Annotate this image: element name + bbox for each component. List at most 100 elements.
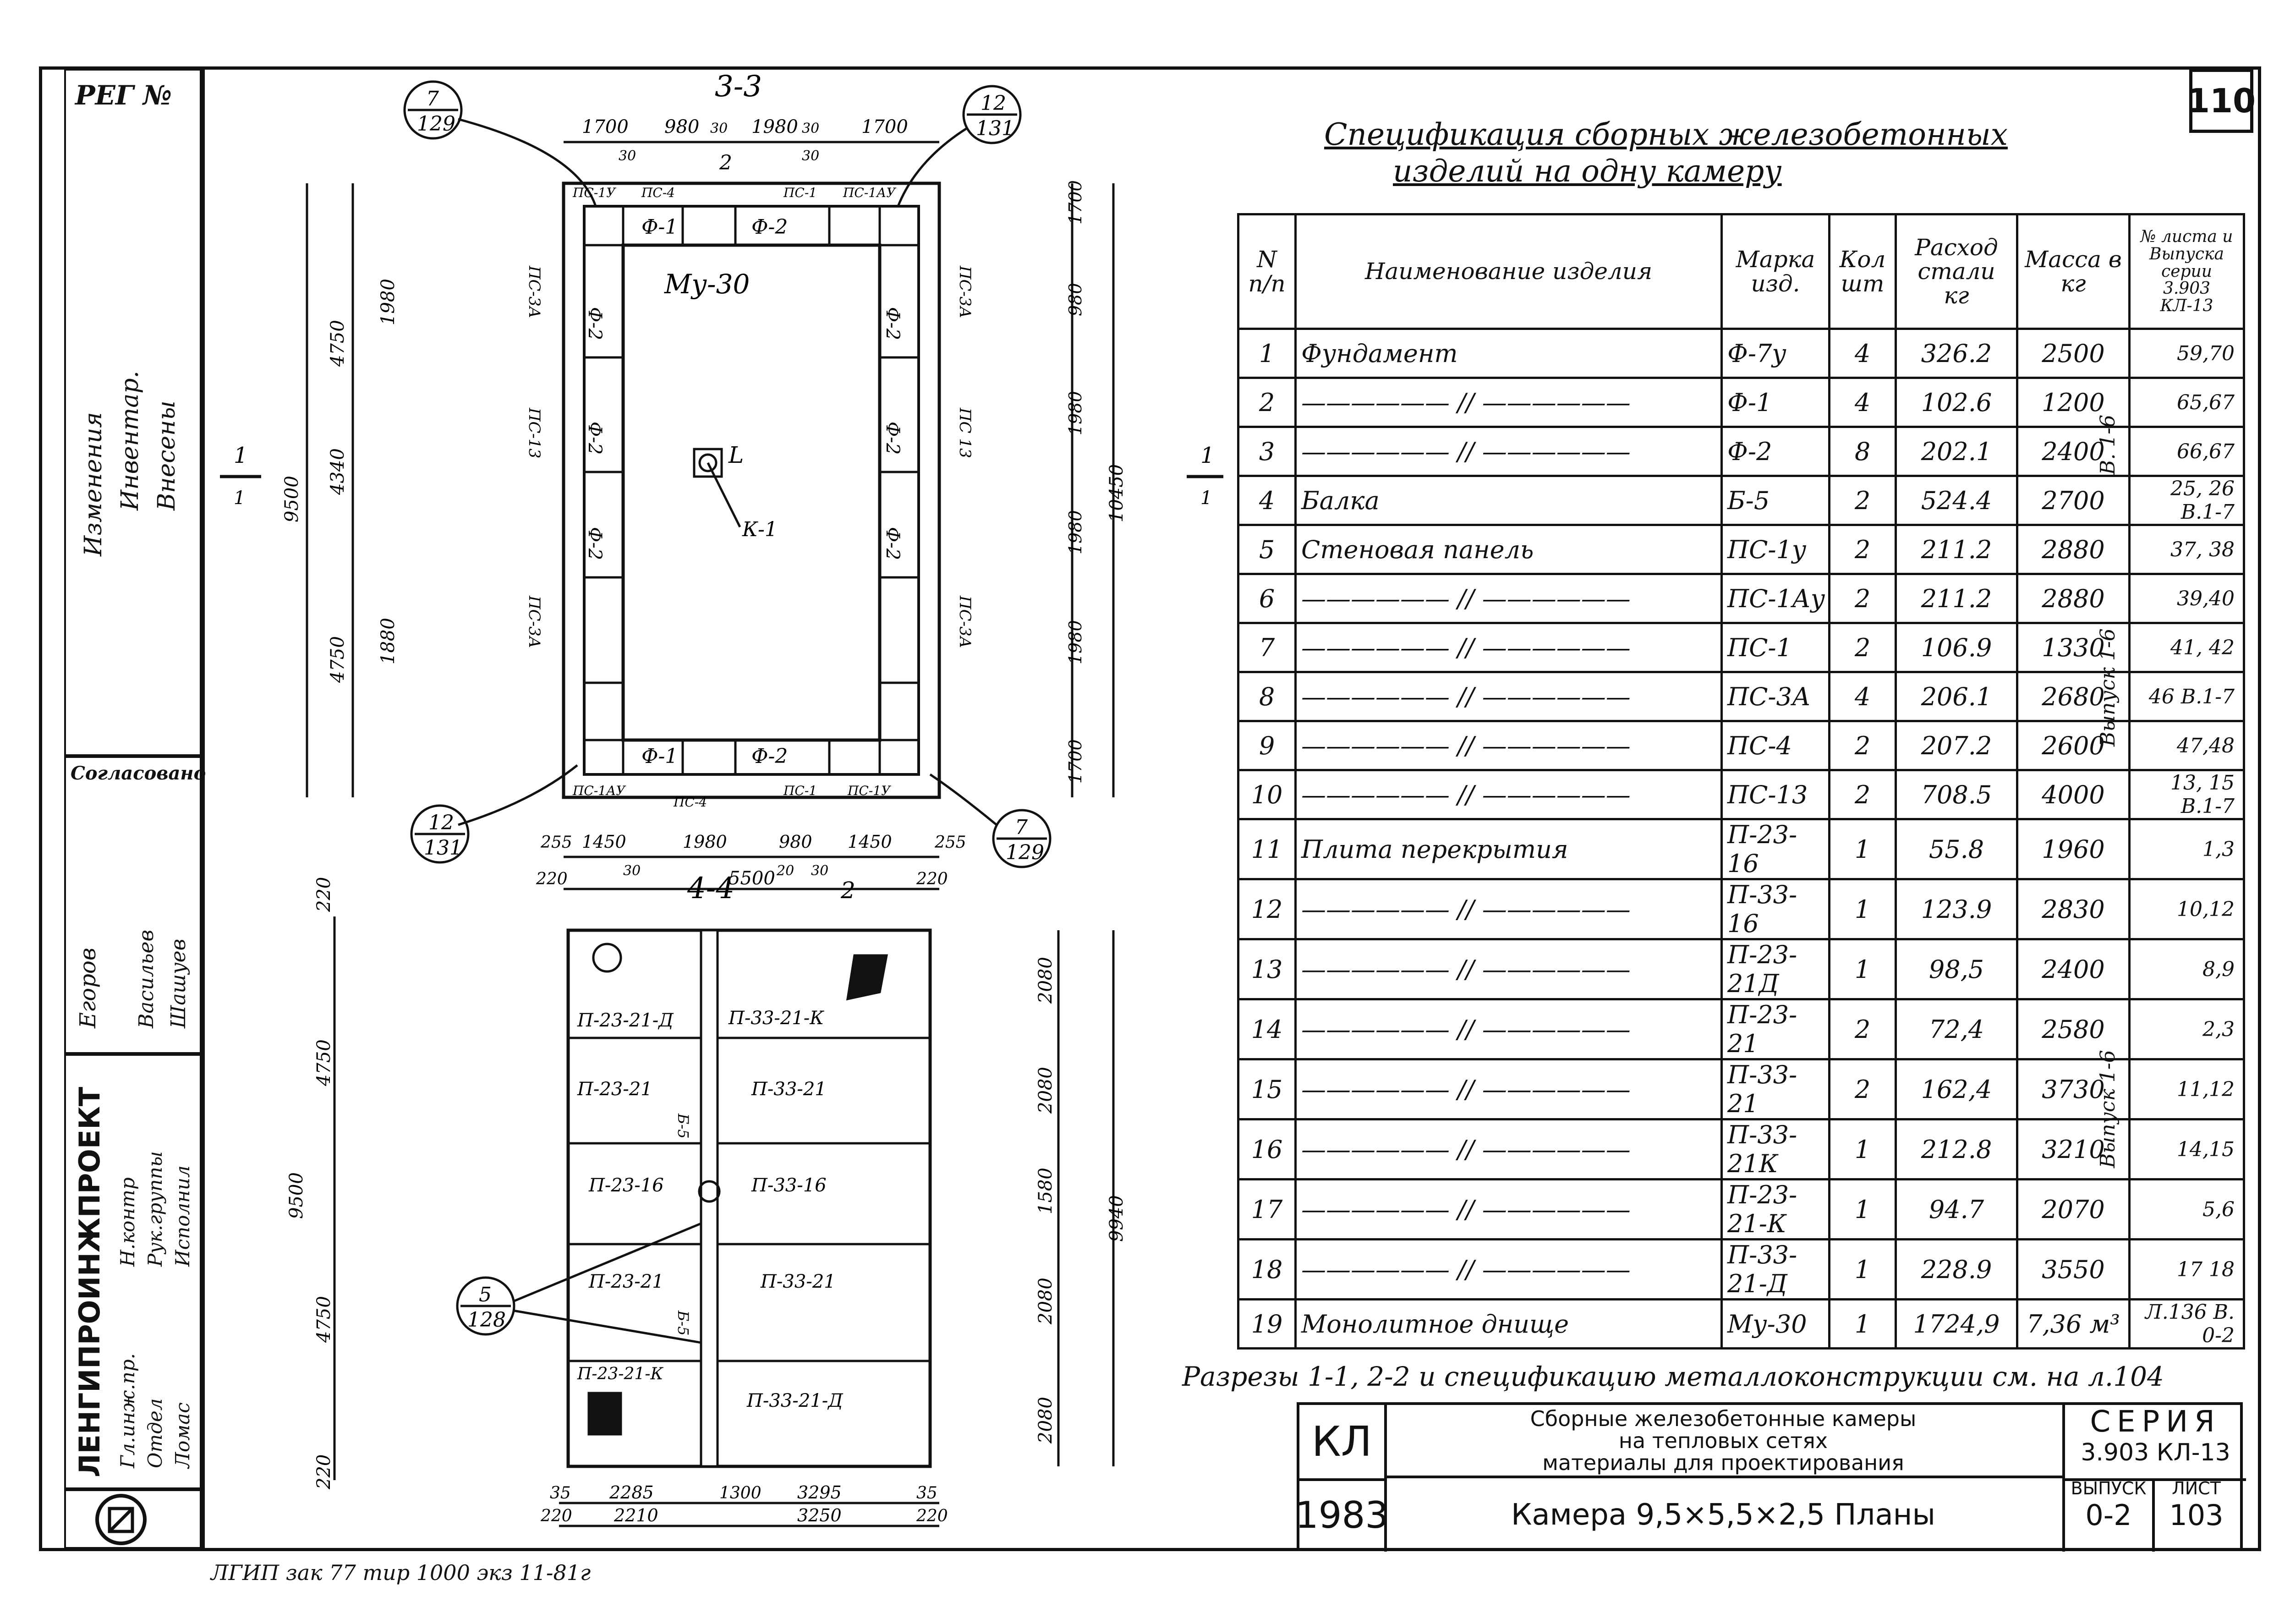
spec-cell-mass: 2700 bbox=[2016, 475, 2131, 526]
p-left-1: П-23-21 bbox=[577, 1079, 652, 1100]
spec-cell-name: —————— // —————— bbox=[1294, 1058, 1723, 1120]
spec-cell-steel: 207.2 bbox=[1895, 720, 2018, 771]
role-ispolnil: Исполнил bbox=[171, 1165, 194, 1267]
ditto-mark: —————— // —————— bbox=[1301, 780, 1631, 809]
spec-footnote: Разрезы 1-1, 2-2 и спецификацию металлок… bbox=[1182, 1361, 2164, 1392]
plan-4-4-outline bbox=[566, 928, 932, 1468]
tb-series: СЕРИЯ 3.903 КЛ-13 bbox=[2062, 1405, 2246, 1481]
spec-cell-qty: 1 bbox=[1828, 1298, 1897, 1350]
ditto-mark: —————— // —————— bbox=[1301, 633, 1631, 662]
spec-cell-mark: Ф-7у bbox=[1720, 328, 1830, 379]
spec-cell-name: —————— // —————— bbox=[1294, 878, 1723, 940]
callout-bl-bottom: 131 bbox=[424, 836, 462, 860]
p-right-4: П-33-21-Д bbox=[746, 1390, 844, 1411]
spec-cell-steel: 55.8 bbox=[1895, 818, 2018, 880]
spec-cell-mark: ПС-3А bbox=[1720, 671, 1830, 722]
spec-cell-sheet: 39,40 bbox=[2128, 573, 2245, 624]
left-dim-1880: 1880 bbox=[378, 618, 399, 664]
ditto-mark: —————— // —————— bbox=[1301, 1075, 1631, 1104]
tb-title-line2: на тепловых сетях bbox=[1618, 1428, 1828, 1453]
tb-title-line3: материалы для проектирования bbox=[1542, 1450, 1904, 1475]
p-left-4: П-23-21-К bbox=[577, 1365, 664, 1383]
reg-label: РЕГ № bbox=[75, 80, 172, 111]
spec-cell-qty: 4 bbox=[1828, 328, 1897, 379]
spec-cell-mark: ПС-1у bbox=[1720, 524, 1830, 575]
plan-4-4-mark-2: 2 bbox=[840, 877, 855, 904]
spec-cell-name: Монолитное днище bbox=[1294, 1298, 1723, 1350]
p44-left-3: 4750 bbox=[313, 1296, 334, 1343]
spec-head-n: N п/п bbox=[1237, 213, 1297, 330]
p44-bot2-2: 3250 bbox=[797, 1505, 842, 1525]
spec-group-2: Выпуск 1-6 bbox=[2096, 628, 2120, 746]
spec-cell-name: —————— // —————— bbox=[1294, 769, 1723, 820]
spec-cell-n: 10 bbox=[1237, 769, 1297, 820]
tb-drawing-name: Камера 9,5×5,5×2,5 Планы bbox=[1511, 1498, 1936, 1532]
p44-left-2: 9500 bbox=[286, 1172, 307, 1219]
panel-bot-1: ПС-4 bbox=[673, 795, 707, 810]
spec-cell-name: —————— // —————— bbox=[1294, 1118, 1723, 1180]
spec-cell-sheet: 17 18 bbox=[2128, 1238, 2245, 1300]
left-dim-4750a: 4750 bbox=[327, 320, 348, 367]
p44-bot1-0: 35 bbox=[550, 1484, 571, 1503]
spec-cell-name: —————— // —————— bbox=[1294, 938, 1723, 1000]
spec-cell-name: Балка bbox=[1294, 475, 1723, 526]
signer-d: Васильев bbox=[135, 929, 158, 1028]
spec-cell-n: 12 bbox=[1237, 878, 1297, 940]
right-dim-3: 1980 bbox=[1065, 510, 1085, 554]
bot-dim-1: 1450 bbox=[582, 832, 626, 852]
mark-2-top: 2 bbox=[719, 151, 732, 175]
entered-label: Внесены bbox=[153, 401, 181, 510]
ditto-mark: —————— // —————— bbox=[1301, 1195, 1631, 1224]
spec-cell-sheet: 59,70 bbox=[2128, 328, 2245, 379]
spec-cell-n: 1 bbox=[1237, 328, 1297, 379]
tb-issue-label: ВЫПУСК bbox=[2071, 1478, 2147, 1498]
tb-series-value: 3.903 КЛ-13 bbox=[2081, 1439, 2230, 1466]
spec-cell-mass: 2400 bbox=[2016, 426, 2131, 477]
spec-cell-qty: 4 bbox=[1828, 377, 1897, 428]
org-block: ЛЕНГИПРОИНЖПРОЕКТ Н.контр Гл.инж.пр. Рук… bbox=[64, 1054, 202, 1489]
spec-cell-name: —————— // —————— bbox=[1294, 998, 1723, 1060]
sheet-corner-number: 110 bbox=[2187, 69, 2256, 133]
spec-cell-qty: 1 bbox=[1828, 878, 1897, 940]
spec-cell-qty: 1 bbox=[1828, 1238, 1897, 1300]
callout-tl-bottom: 129 bbox=[417, 112, 455, 136]
spec-cell-mass: 3550 bbox=[2016, 1238, 2131, 1300]
fnd-bot-1: Ф-2 bbox=[751, 745, 788, 768]
center-label: Му-30 bbox=[664, 269, 750, 300]
p44-overall-right: 9940 bbox=[1106, 1195, 1127, 1242]
spec-cell-n: 11 bbox=[1237, 818, 1297, 880]
spec-group-1: В. 1-6 bbox=[2096, 414, 2120, 475]
spec-cell-n: 13 bbox=[1237, 938, 1297, 1000]
spec-cell-mark: ПС-1Ау bbox=[1720, 573, 1830, 624]
bot2-dim-2: 5500 bbox=[729, 868, 775, 889]
agreed-label: Согласовано bbox=[71, 763, 206, 784]
spec-cell-sheet: 1,3 bbox=[2128, 818, 2245, 880]
spec-table: N п/п Наименование изделия Марка изд. Ко… bbox=[1237, 213, 2245, 1350]
spec-cell-mass: 2680 bbox=[2016, 671, 2131, 722]
spec-cell-name: —————— // —————— bbox=[1294, 720, 1723, 771]
tb-title-line1: Сборные железобетонные камеры bbox=[1530, 1406, 1917, 1431]
right-dim-4: 1980 bbox=[1065, 620, 1085, 664]
bot-dim-3: 980 bbox=[779, 832, 812, 852]
spec-cell-mark: ПС-13 bbox=[1720, 769, 1830, 820]
spec-cell-steel: 106.9 bbox=[1895, 622, 2018, 673]
p-right-2: П-33-16 bbox=[751, 1175, 827, 1196]
spec-cell-qty: 2 bbox=[1828, 475, 1897, 526]
p44-left-0: 220 bbox=[313, 877, 334, 912]
top-dim-3: 1980 bbox=[751, 116, 798, 137]
spec-cell-steel: 102.6 bbox=[1895, 377, 2018, 428]
spec-cell-qty: 8 bbox=[1828, 426, 1897, 477]
spec-head-steel: Расход стали кг bbox=[1895, 213, 2018, 330]
panel-bot-2: ПС-1 bbox=[783, 783, 817, 798]
org-name: ЛЕНГИПРОИНЖПРОЕКТ bbox=[73, 1086, 106, 1477]
fnd-top-1: Ф-2 bbox=[751, 215, 788, 239]
plan-3-3-title: 3-3 bbox=[715, 70, 762, 104]
